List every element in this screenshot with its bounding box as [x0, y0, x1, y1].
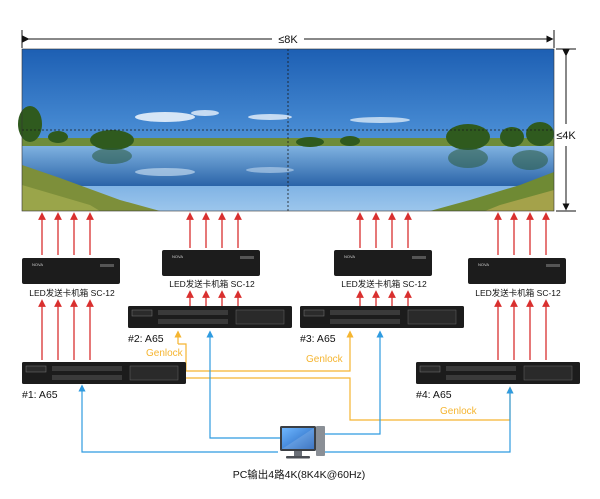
sending-box-label: LED发送卡机箱 SC-12	[29, 288, 115, 298]
width-dimension: ≤8K	[21, 30, 555, 48]
processor-2: #2: A65 Genlock	[128, 306, 292, 359]
genlock-label-4: Genlock	[440, 406, 478, 417]
sending-box-brand: NOVA	[172, 254, 183, 259]
processor-3-label: #3: A65	[300, 333, 336, 345]
sending-box-brand: NOVA	[344, 254, 355, 259]
width-label: ≤8K	[278, 34, 298, 46]
sending-box-label: LED发送卡机箱 SC-12	[169, 279, 255, 289]
pc-output-label: PC输出4路4K(8K4K@60Hz)	[233, 468, 366, 481]
processor-2-label: #2: A65	[128, 333, 164, 345]
sending-box-1: NOVA LED发送卡机箱 SC-12	[22, 258, 120, 298]
processor-1-label: #1: A65	[22, 389, 58, 401]
height-label: ≤4K	[556, 130, 576, 142]
sending-box-brand: NOVA	[478, 262, 489, 267]
genlock-label-2: Genlock	[146, 348, 184, 359]
sending-box-label: LED发送卡机箱 SC-12	[475, 288, 561, 298]
sending-box-3: NOVA LED发送卡机箱 SC-12	[334, 250, 432, 289]
monitor-pc-icon: PC输出4路4K(8K4K@60Hz)	[233, 426, 366, 481]
signal-arrows-to-boxes	[38, 290, 550, 360]
led-wall-panorama	[18, 48, 555, 212]
sending-box-label: LED发送卡机箱 SC-12	[341, 279, 427, 289]
processor-4: #4: A65 Genlock	[416, 362, 580, 417]
sending-box-4: NOVA LED发送卡机箱 SC-12	[468, 258, 566, 298]
processor-3: #3: A65 Genlock	[300, 306, 464, 365]
signal-arrows-to-wall	[38, 212, 550, 255]
sending-box-brand: NOVA	[32, 262, 43, 267]
pc-output-lines	[78, 330, 514, 453]
processor-1: #1: A65	[22, 362, 186, 401]
height-dimension: ≤4K	[556, 48, 576, 212]
processor-4-label: #4: A65	[416, 389, 452, 401]
sending-box-2: NOVA LED发送卡机箱 SC-12	[162, 250, 260, 289]
genlock-label-3: Genlock	[306, 354, 344, 365]
